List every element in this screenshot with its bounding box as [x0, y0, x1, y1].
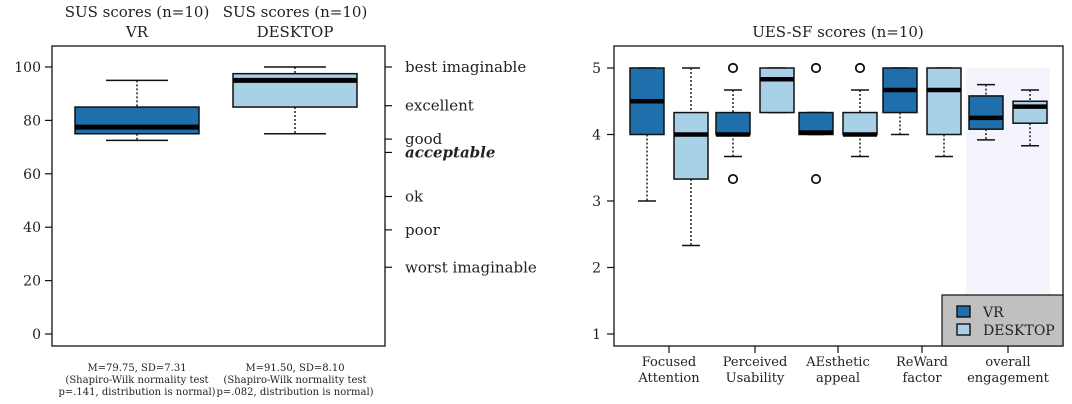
ues-outlier-point — [727, 62, 739, 74]
ues-legend-label-desktop: DESKTOP — [983, 323, 1055, 339]
sus-vr-subtitle: VR — [125, 23, 149, 41]
ues-legend-swatch-desktop — [956, 323, 971, 336]
ues-x-tick-label: appeal — [816, 371, 860, 386]
ues-y-tick-label: 3 — [592, 194, 601, 210]
ues-x-tick-label: ReWard — [896, 355, 948, 370]
sus-y-tick-label: 40 — [23, 220, 41, 236]
sus-rating-label: worst imaginable — [405, 258, 537, 276]
sus-rating-label: poor — [405, 221, 441, 239]
ues-box-desktop — [759, 67, 795, 114]
sus-stats-line: (Shapiro-Wilk normality test — [223, 375, 366, 386]
sus-stats-line: M=79.75, SD=7.31 — [87, 363, 186, 374]
sus-rating-label: excellent — [405, 97, 474, 115]
ues-outlier-point — [810, 173, 822, 185]
ues-outlier-point — [727, 173, 739, 185]
ues-box-vr — [715, 111, 751, 136]
ues-y-tick-label: 5 — [592, 61, 601, 77]
sus-desktop-title: SUS scores (n=10) — [223, 3, 368, 21]
ues-x-tick-label: AEsthetic — [805, 355, 870, 370]
ues-box-desktop — [673, 111, 709, 180]
sus-rating-label: ok — [405, 187, 424, 205]
ues-y-tick-label: 4 — [592, 128, 601, 144]
ues-legend: VR DESKTOP — [941, 294, 1064, 347]
sus-box-vr — [74, 106, 200, 135]
ues-y-tick-label: 1 — [592, 327, 601, 343]
sus-stats-line: p=.082, distribution is normal) — [216, 387, 373, 398]
ues-x-tick-label: engagement — [967, 371, 1050, 386]
ues-box-desktop — [926, 67, 962, 136]
sus-stats-line: (Shapiro-Wilk normality test — [65, 375, 208, 386]
sus-y-tick-label: 60 — [23, 167, 41, 183]
sus-y-tick-label: 0 — [32, 327, 41, 343]
sus-stats-line: p=.141, distribution is normal) — [58, 387, 215, 398]
sus-y-tick-label: 100 — [14, 60, 41, 76]
ues-x-tick-label: Attention — [637, 371, 700, 386]
ues-x-tick-label: factor — [902, 371, 942, 386]
sus-chart: 0 20 40 60 80 100 best imaginable excellent good… — [14, 45, 537, 398]
sus-rating-label: acceptable — [405, 143, 495, 161]
sus-desktop-subtitle: DESKTOP — [257, 23, 334, 41]
sus-vr-title: SUS scores (n=10) — [65, 3, 210, 21]
ues-title: UES-SF scores (n=10) — [752, 23, 924, 41]
ues-y-tick-label: 2 — [592, 261, 601, 277]
ues-legend-box — [941, 294, 1064, 347]
sus-y-tick-label: 20 — [23, 274, 41, 290]
ues-x-tick-label: Focused — [642, 355, 696, 370]
sus-rating-label: good — [405, 130, 443, 148]
ues-box-vr — [968, 95, 1004, 130]
ues-x-tick-label: Usability — [726, 371, 785, 386]
ues-x-tick-label: overall — [985, 355, 1030, 370]
ues-box-desktop — [842, 111, 878, 136]
ues-legend-swatch-vr — [956, 305, 971, 318]
sus-rating-label: best imaginable — [405, 58, 526, 76]
sus-y-tick-label: 80 — [23, 113, 41, 129]
sus-stats-line: M=91.50, SD=8.10 — [245, 363, 344, 374]
ues-outlier-point — [810, 62, 822, 74]
ues-legend-label-vr: VR — [982, 305, 1004, 321]
ues-outlier-point — [854, 62, 866, 74]
ues-x-tick-label: Perceived — [723, 355, 788, 370]
